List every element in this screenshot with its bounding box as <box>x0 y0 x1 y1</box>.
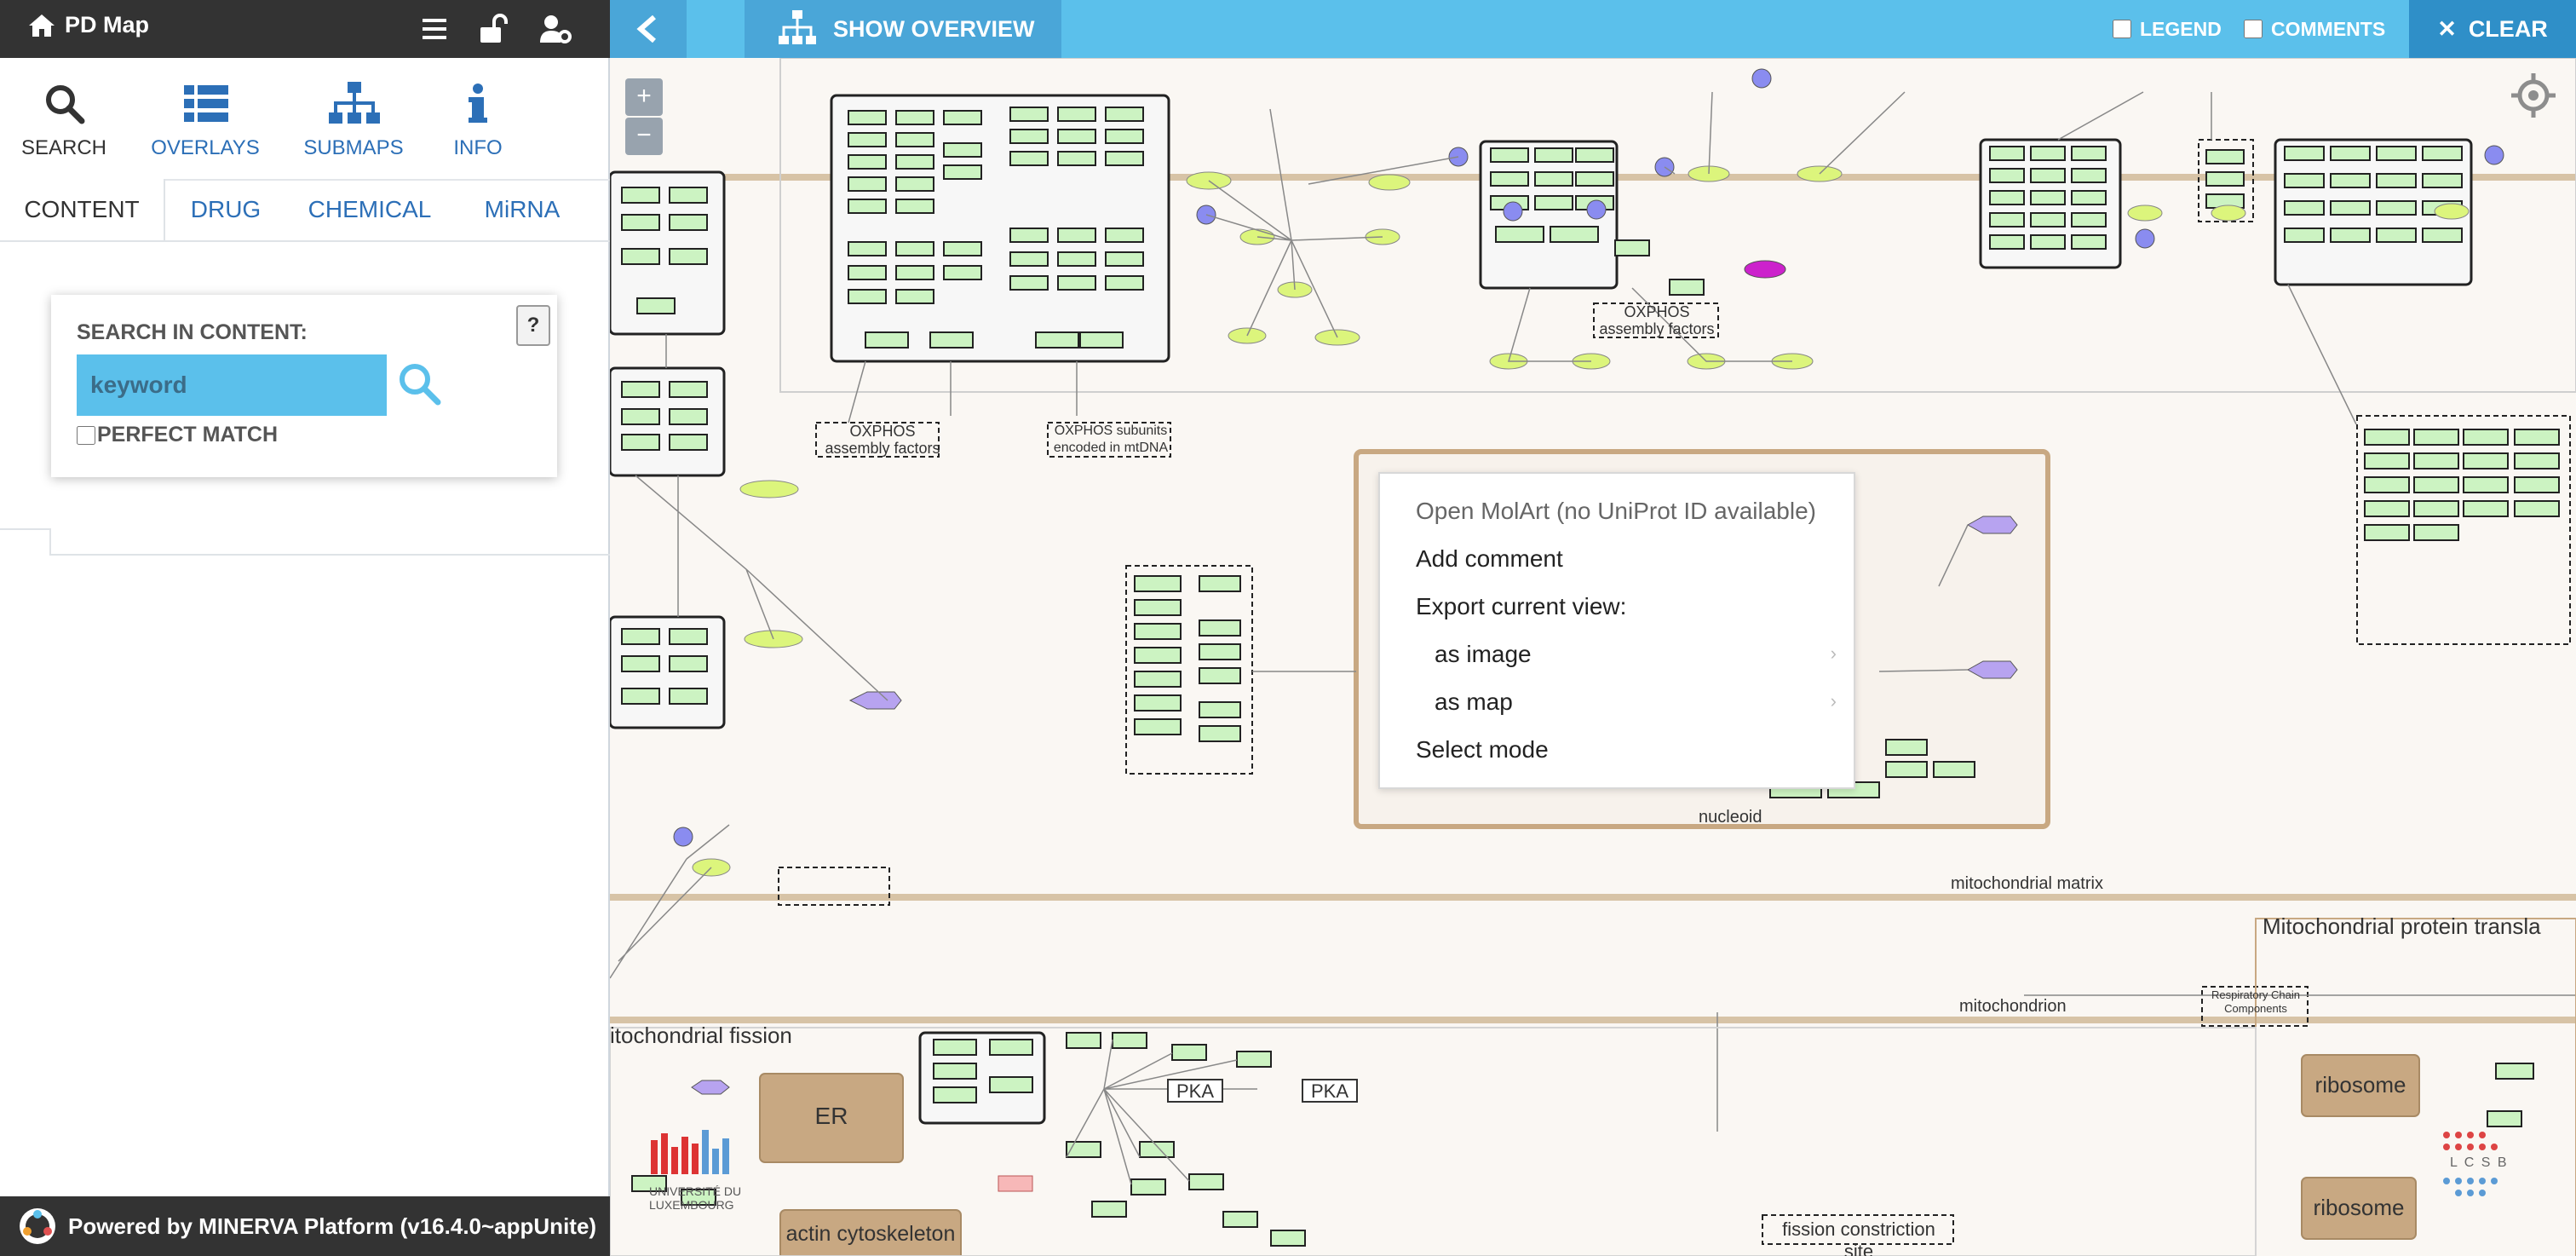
er-label: ER <box>814 1103 848 1129</box>
footer[interactable]: Powered by MINERVA Platform (v16.4.0~app… <box>0 1196 610 1256</box>
tab-submaps-label: SUBMAPS <box>303 136 404 159</box>
pka-node-2: PKA <box>1302 1079 1358 1103</box>
legend-checkbox[interactable] <box>2113 20 2131 38</box>
info-icon <box>469 84 487 123</box>
tab-info-label: INFO <box>453 136 503 159</box>
subtab-content[interactable]: CONTENT <box>0 179 165 240</box>
close-icon: ✕ <box>2437 16 2457 42</box>
fission-constriction-site-label: fission constriction site <box>1782 1219 1935 1256</box>
sitemap-icon <box>779 10 816 44</box>
user-settings-icon[interactable] <box>538 12 572 46</box>
menu-item-export-map[interactable]: as map <box>1435 688 1513 715</box>
help-button[interactable]: ? <box>516 305 550 346</box>
university-line1: UNIVERSITÉ DU <box>649 1184 742 1198</box>
search-title: SEARCH IN CONTENT: <box>77 320 308 344</box>
search-submit-icon[interactable] <box>395 360 443 407</box>
lcsb-logo-text: L C S B <box>2450 1155 2509 1170</box>
nucleoid-label: nucleoid <box>1699 808 1762 827</box>
pka-node: PKA <box>1167 1079 1223 1103</box>
comments-checkbox[interactable] <box>2244 20 2263 38</box>
comments-toggle[interactable]: COMMENTS <box>2244 0 2385 58</box>
comments-label: COMMENTS <box>2271 17 2386 40</box>
legend-toggle[interactable]: LEGEND <box>2113 0 2222 58</box>
clear-label: CLEAR <box>2468 16 2548 42</box>
sitemap-icon <box>329 82 380 124</box>
perfect-match-option[interactable]: PERFECT MATCH <box>77 423 278 447</box>
protein-translation-label: Mitochondrial protein transla <box>2263 913 2541 939</box>
search-icon <box>46 85 85 124</box>
subtab-drug[interactable]: DRUG <box>190 196 262 222</box>
mitochondrial-matrix-label: mitochondrial matrix <box>1951 874 2103 893</box>
chevron-left-icon <box>636 15 656 43</box>
ribosome-label: ribosome <box>2314 1072 2406 1098</box>
main-nav: SEARCH OVERLAYS SUBMAPS INFO <box>0 58 610 181</box>
search-panel: ? SEARCH IN CONTENT: PERFECT MATCH <box>51 295 557 477</box>
mitochondrial-fission-label: itochondrial fission <box>610 1023 792 1048</box>
context-menu: Open MolArt (no UniProt ID available) Ad… <box>1378 472 1855 789</box>
show-overview-label: SHOW OVERVIEW <box>833 16 1035 42</box>
menu-icon[interactable] <box>417 12 451 46</box>
perfect-match-label: PERFECT MATCH <box>97 423 279 447</box>
zoom-in-button[interactable]: + <box>625 78 663 116</box>
menu-item-open-molart[interactable]: Open MolArt (no UniProt ID available) <box>1416 498 1816 524</box>
oxphos-assembly-line1: OXPHOS <box>849 423 916 440</box>
menu-item-add-comment[interactable]: Add comment <box>1416 545 1563 572</box>
tab-submaps[interactable]: SUBMAPS <box>296 58 411 179</box>
home-link[interactable]: PD Map <box>27 12 149 38</box>
oxphos-assembly-2-line2: assembly factors <box>1599 320 1715 337</box>
tab-overlays[interactable]: OVERLAYS <box>145 58 266 179</box>
legend-label: LEGEND <box>2140 17 2222 40</box>
oxphos-mtdna-line2: encoded in mtDNA <box>1053 441 1169 455</box>
respiratory-chain-line1: Respiratory Chain <box>2211 988 2301 1001</box>
home-icon <box>29 14 55 37</box>
list-icon <box>184 85 228 122</box>
menu-item-select-mode[interactable]: Select mode <box>1416 736 1549 763</box>
chevron-right-icon: › <box>1830 690 1837 712</box>
respiratory-chain-line2: Components <box>2224 1002 2287 1015</box>
oxphos-assembly-line2: assembly factors <box>825 440 940 457</box>
minerva-logo-icon <box>20 1208 55 1244</box>
subtab-chemical[interactable]: CHEMICAL <box>308 196 432 222</box>
tab-search[interactable]: SEARCH <box>9 58 119 179</box>
show-overview-button[interactable]: SHOW OVERVIEW <box>745 0 1061 58</box>
footer-text: Powered by MINERVA Platform (v16.4.0~app… <box>68 1213 597 1239</box>
oxphos-mtdna-line1: OXPHOS subunits <box>1054 423 1168 438</box>
app-title: PD Map <box>65 12 150 37</box>
map-toolbar: SHOW OVERVIEW LEGEND COMMENTS ✕ CLEAR <box>610 0 2576 58</box>
chevron-right-icon: › <box>1830 642 1837 664</box>
university-line2: LUXEMBOURG <box>649 1198 734 1212</box>
tab-overlays-label: OVERLAYS <box>151 136 260 159</box>
results-tabstrip <box>0 528 610 556</box>
tab-info[interactable]: INFO <box>443 58 513 179</box>
oxphos-mtdna-label: OXPHOS subunits encoded in mtDNA <box>1049 423 1172 457</box>
sidebar: PD Map SEARCH OVERLAYS SUBMAPS INFO CONT… <box>0 0 610 1256</box>
menu-item-export-image[interactable]: as image <box>1435 641 1532 667</box>
actin-cytoskeleton-label: actin cytoskeleton <box>785 1222 956 1246</box>
unlock-icon[interactable] <box>475 12 509 46</box>
oxphos-assembly-2-line1: OXPHOS <box>1624 303 1690 320</box>
search-input[interactable] <box>77 354 387 416</box>
subtab-mirna[interactable]: MiRNA <box>484 196 561 222</box>
mitochondrion-label: mitochondrion <box>1959 997 2067 1016</box>
zoom-out-button[interactable]: − <box>625 118 663 155</box>
locate-icon[interactable] <box>2510 72 2557 119</box>
tab-search-label: SEARCH <box>20 136 107 159</box>
menu-item-export-view: Export current view: <box>1416 593 1627 619</box>
search-subtabs: CONTENT DRUG CHEMICAL MiRNA <box>0 179 610 242</box>
app-header: PD Map <box>0 0 610 58</box>
collapse-sidebar-button[interactable] <box>610 0 687 58</box>
clear-button[interactable]: ✕ CLEAR <box>2409 0 2576 58</box>
ribosome-label-2: ribosome <box>2313 1195 2405 1220</box>
perfect-match-checkbox[interactable] <box>77 425 95 445</box>
results-tab[interactable] <box>0 528 51 556</box>
